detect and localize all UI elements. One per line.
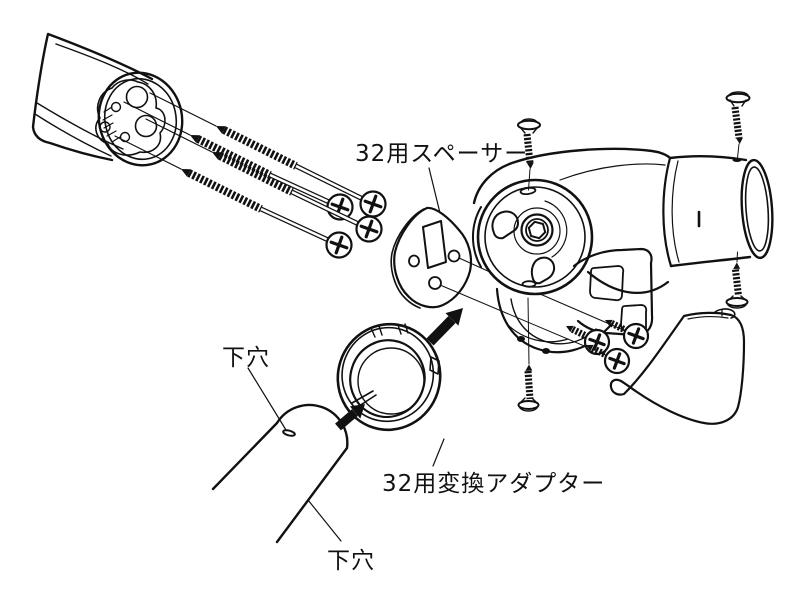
spacer-slot: [423, 221, 446, 268]
flange-top-screw: [518, 119, 540, 190]
socket-bottom-screw: [727, 252, 748, 308]
flange: [478, 180, 592, 294]
leader-line-adapter: [433, 439, 444, 466]
handrail-pipe: [213, 405, 347, 542]
end-cover: [611, 309, 744, 424]
mounting-screws: [115, 93, 386, 258]
handrail-end-cap: [33, 34, 191, 173]
assembly-arrow-large: [430, 308, 463, 342]
label-spacer: 32用スペーサー: [355, 141, 528, 167]
leader-line-pilot-bottom: [308, 500, 341, 541]
mounting-screw: [124, 102, 353, 220]
mounting-screw: [150, 93, 386, 217]
spacer-plate: [391, 208, 471, 308]
assembly-arrows: [338, 308, 463, 427]
pilot-hole: [283, 429, 296, 437]
assembly-arrow-small: [338, 404, 365, 427]
spline-hatch: [103, 107, 120, 142]
label-pilot-hole-bottom: 下穴: [327, 548, 375, 574]
clamp-screw: [586, 345, 629, 373]
labels: 32用スペーサー 32用変換アダプター 下穴 下穴: [222, 141, 605, 574]
leader-line-pilot-top: [248, 368, 286, 430]
cover-clip-tab: [714, 309, 735, 318]
kidney-cutout: [532, 258, 554, 284]
socket-top-screw: [727, 92, 750, 158]
bracket-body: [473, 149, 775, 354]
kidney-cutout: [492, 212, 518, 239]
clamp-screw: [605, 320, 648, 348]
hex-bolt: [529, 222, 545, 238]
clamp-screws: [566, 320, 648, 373]
hub-outer: [522, 215, 553, 246]
spacer-hole: [409, 256, 419, 267]
pipe-socket: [663, 156, 775, 266]
mounting-screw: [146, 119, 382, 242]
label-pilot-hole-top: 下穴: [222, 345, 270, 371]
spacer-hole: [449, 251, 460, 262]
spacer-hole: [429, 277, 441, 289]
flange-bottom-screw: [519, 298, 539, 411]
ring-side-slot: [430, 357, 439, 374]
leader-line-spacer: [429, 168, 440, 213]
alignment-guide-lines: [440, 258, 628, 356]
mounting-screw: [115, 136, 352, 258]
label-adapter: 32用変換アダプター: [382, 471, 605, 497]
inner-mount-plate: [96, 80, 165, 155]
